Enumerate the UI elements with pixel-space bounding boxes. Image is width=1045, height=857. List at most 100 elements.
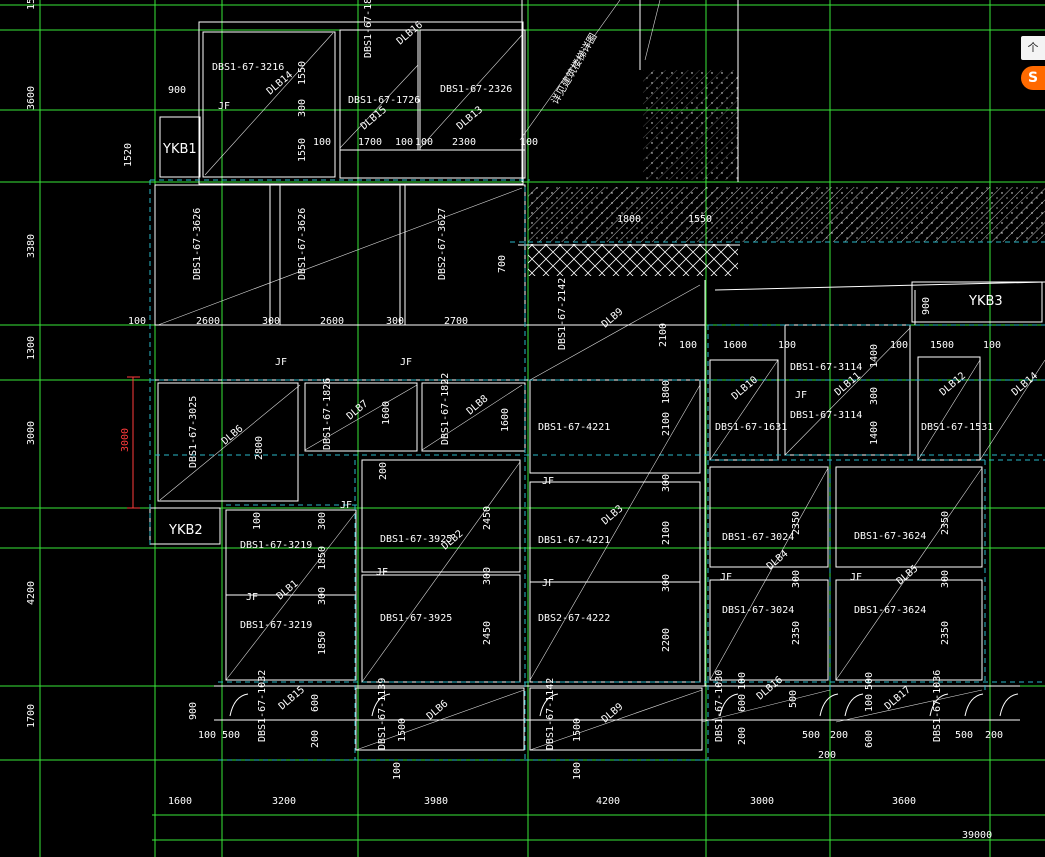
- dimension-label: 2600: [320, 316, 344, 327]
- seam-label: DLB11: [833, 371, 863, 399]
- panel-label: DBS1-67-3216: [212, 62, 284, 73]
- panel-label: DBS2-67-3627: [437, 208, 448, 280]
- jf-label: JF: [850, 572, 862, 583]
- dimension-label: 100: [313, 137, 331, 148]
- dimension-label: 1550: [688, 214, 712, 225]
- highlight-dimension: [127, 376, 140, 509]
- dimension-label: 300: [482, 567, 493, 585]
- dimension-label: 100: [415, 137, 433, 148]
- panel-label: DBS1-67-3024: [722, 605, 794, 616]
- panel-label: DBS1-67-1032: [257, 670, 268, 742]
- dimension-label: 1500: [572, 718, 583, 742]
- jf-label: JF: [720, 572, 732, 583]
- dimension-label: 2300: [452, 137, 476, 148]
- dimension-label: 2100: [661, 521, 672, 545]
- seam-label: DLB4: [765, 548, 791, 572]
- panel-label: DBS1-67-1531: [921, 422, 993, 433]
- dimension-label: 2450: [482, 506, 493, 530]
- jf-label: JF: [795, 390, 807, 401]
- jf-label: JF: [542, 578, 554, 589]
- seam-label: DLB3: [600, 503, 626, 527]
- dimension-label: 300: [791, 570, 802, 588]
- seam-label: DLB9: [600, 701, 626, 725]
- ime-logo-icon[interactable]: S: [1021, 66, 1045, 90]
- dimension-label: 200: [737, 727, 748, 745]
- panel-label: DBS1-67-2142: [557, 278, 568, 350]
- dimension-label: 500: [802, 730, 820, 741]
- dimension-label: 1550: [297, 61, 308, 85]
- dimension-label: 700: [497, 255, 508, 273]
- panel-label: DBS1-67-3624: [854, 531, 926, 542]
- bottom-axis-label: 1600: [168, 796, 192, 807]
- dimension-label: 1850: [317, 546, 328, 570]
- dimension-label: 500: [864, 672, 875, 690]
- dimension-label: 200: [310, 730, 321, 748]
- dimension-label: 1800: [617, 214, 641, 225]
- panel-label: DBS1-67-1826: [322, 378, 333, 450]
- dimension-label: 1500: [397, 718, 408, 742]
- seam-label: DLB16: [755, 675, 785, 703]
- dimension-label: 2800: [254, 436, 265, 460]
- left-axis-label: 1700: [26, 704, 37, 728]
- jf-label: JF: [246, 592, 258, 603]
- dimension-label: 1400: [869, 421, 880, 445]
- left-axis-label: 3380: [26, 234, 37, 258]
- dimension-label: 500: [788, 690, 799, 708]
- dimension-label: 500: [222, 730, 240, 741]
- dimension-label: 100: [572, 762, 583, 780]
- panel-label: DBS1-67-3626: [297, 208, 308, 280]
- panel-label: DBS1-67-3114: [790, 410, 862, 421]
- dimension-label: 300: [317, 587, 328, 605]
- dimension-label: 100: [128, 316, 146, 327]
- dimension-label: 1550: [297, 138, 308, 162]
- dimension-label: 1600: [500, 408, 511, 432]
- dimension-label: 900: [168, 85, 186, 96]
- dimension-label: 300: [869, 387, 880, 405]
- panel-label: DBS1-67-4221: [538, 422, 610, 433]
- bottom-axis-label: 3200: [272, 796, 296, 807]
- seam-label: DLB12: [938, 371, 968, 399]
- bottom-axis-label: 3980: [424, 796, 448, 807]
- dimension-label: 1500: [930, 340, 954, 351]
- dimension-label: 300: [386, 316, 404, 327]
- stair-note: 详见建筑楼梯详图: [548, 31, 599, 107]
- dimension-label: 100: [737, 672, 748, 690]
- seam-label: DLB9: [600, 306, 626, 330]
- balcony-label-ykb1: YKB1: [162, 142, 197, 157]
- panel-label: DBS1-67-1631: [715, 422, 787, 433]
- dimension-label: 600: [864, 730, 875, 748]
- jf-label: JF: [376, 567, 388, 578]
- balcony-label-ykb2: YKB2: [168, 523, 203, 538]
- bottom-axis-label: 3000: [750, 796, 774, 807]
- panel-label: DBS1-67-1816: [363, 0, 374, 58]
- dimension-label: 100: [198, 730, 216, 741]
- jf-label: JF: [218, 101, 230, 112]
- dimension-label: 2600: [196, 316, 220, 327]
- jf-label: JF: [275, 357, 287, 368]
- panel-label: DBS1-67-1142: [545, 678, 556, 750]
- left-axis-label: 1300: [26, 336, 37, 360]
- seam-label: DLB15: [277, 685, 307, 713]
- seam-label: DLB6: [425, 698, 451, 722]
- panel-label: DBS1-67-1036: [932, 670, 943, 742]
- dimension-label: 1700: [358, 137, 382, 148]
- left-axis-label: 4200: [26, 581, 37, 605]
- panel-label: DBS1-67-3024: [722, 532, 794, 543]
- seam-label: DLB15: [359, 105, 389, 133]
- panel-label: DBS1-67-1030: [714, 670, 725, 742]
- dimension-label: 300: [661, 574, 672, 592]
- dimension-label: 300: [317, 512, 328, 530]
- dimension-label: 100: [679, 340, 697, 351]
- dimension-label: 600: [737, 694, 748, 712]
- panel-label: DBS1-67-1139: [377, 678, 388, 750]
- dimension-label: 1600: [381, 401, 392, 425]
- jf-label: JF: [340, 500, 352, 511]
- seam-label: DLB13: [455, 105, 485, 133]
- left-axis-label: 3600: [26, 86, 37, 110]
- dimension-label: 100: [392, 762, 403, 780]
- dimension-label: 100: [864, 694, 875, 712]
- ime-status-label[interactable]: 个: [1021, 36, 1045, 60]
